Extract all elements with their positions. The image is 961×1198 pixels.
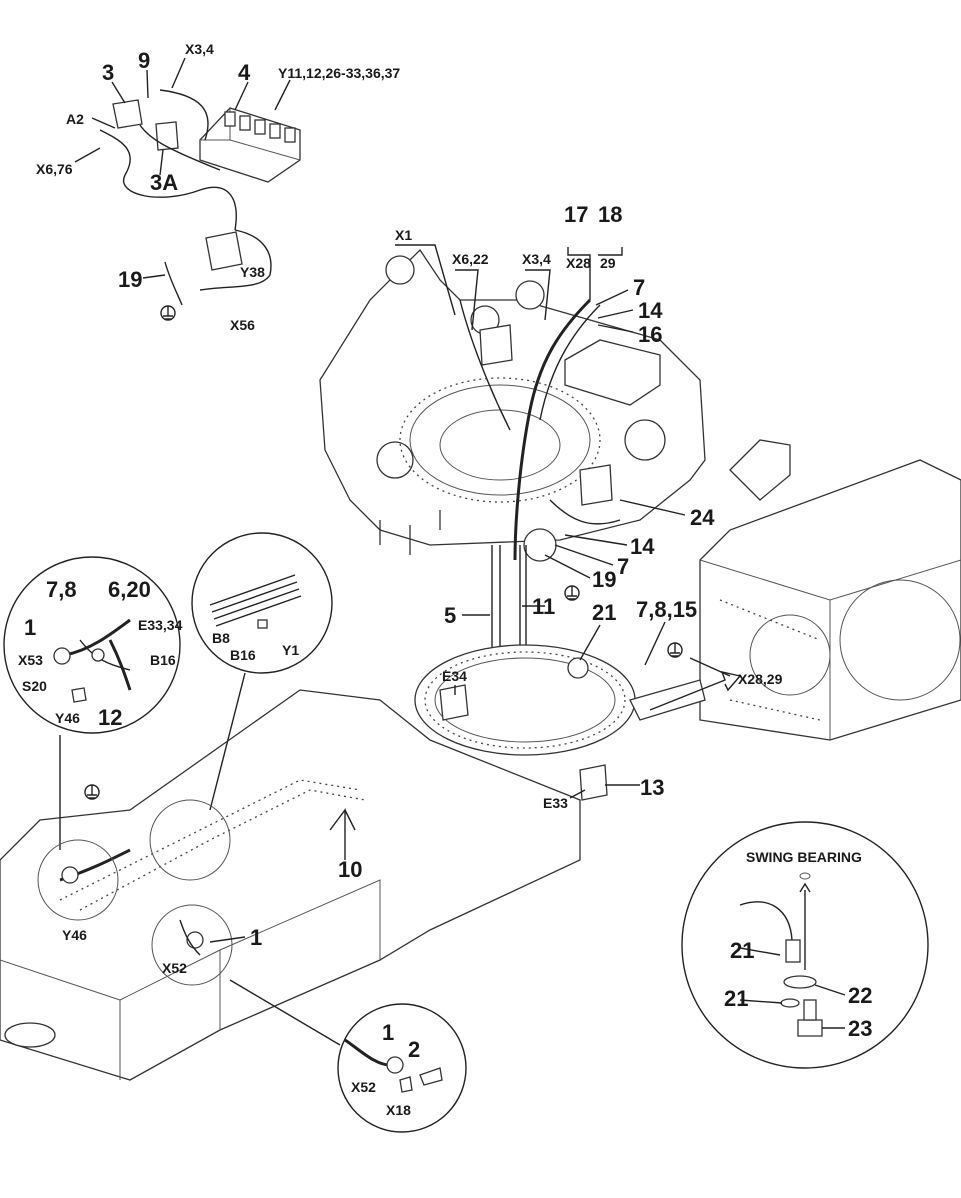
label-21: 21 <box>592 600 616 625</box>
label-x1: X1 <box>395 227 412 243</box>
label-y46-callout: Y46 <box>55 710 80 726</box>
label-b8: B8 <box>212 630 230 646</box>
label-22: 22 <box>848 983 872 1008</box>
ground-symbol-icon <box>564 585 580 601</box>
callout-detail-lower-left <box>37 839 233 986</box>
callout-detail-swing-bearing <box>681 821 929 1069</box>
label-17: 17 <box>564 202 588 227</box>
label-14-bottom: 14 <box>630 534 655 559</box>
top-harness-assembly <box>99 89 301 321</box>
label-swing-bearing: SWING BEARING <box>746 849 862 865</box>
label-x52-bottom: X52 <box>351 1079 376 1095</box>
label-b16-left: B16 <box>150 652 176 668</box>
label-s20: S20 <box>22 678 47 694</box>
label-a2: A2 <box>66 111 84 127</box>
label-19-frame: 19 <box>592 567 616 592</box>
label-14-top: 14 <box>638 298 663 323</box>
label-y46-chassis: Y46 <box>62 927 87 943</box>
label-10: 10 <box>338 857 362 882</box>
label-9: 9 <box>138 48 150 73</box>
label-y11: Y11,12,26-33,36,37 <box>278 65 400 81</box>
label-y38: Y38 <box>240 264 265 280</box>
label-1-bottom: 1 <box>382 1020 394 1045</box>
label-7-top: 7 <box>633 275 645 300</box>
label-y1: Y1 <box>282 642 299 658</box>
callout-detail-middle <box>149 532 333 881</box>
label-3: 3 <box>102 60 114 85</box>
label-e33: E33 <box>543 795 568 811</box>
label-b16-mid: B16 <box>230 647 256 663</box>
label-24: 24 <box>690 505 715 530</box>
callout-detail-bottom <box>229 979 467 1133</box>
label-3a: 3A <box>150 170 178 195</box>
label-x3-4-top: X3,4 <box>185 41 214 57</box>
label-x56: X56 <box>230 317 255 333</box>
label-18: 18 <box>598 202 622 227</box>
label-13: 13 <box>640 775 664 800</box>
upper-frame-assembly <box>319 248 706 562</box>
label-4: 4 <box>238 60 251 85</box>
label-x3-4-frame: X3,4 <box>522 251 551 267</box>
label-6-20: 6,20 <box>108 577 151 602</box>
label-x6-76: X6,76 <box>36 161 73 177</box>
ground-symbol-icon <box>667 642 683 658</box>
leader-lines <box>74 57 846 1029</box>
ground-symbol-icon <box>160 305 176 321</box>
label-1-callout: 1 <box>24 615 36 640</box>
label-2: 2 <box>408 1037 420 1062</box>
lower-chassis <box>0 689 581 1081</box>
label-x6-22: X6,22 <box>452 251 489 267</box>
label-11: 11 <box>532 594 555 619</box>
label-23: 23 <box>848 1016 872 1041</box>
label-x28: X28 <box>566 255 591 271</box>
label-x28-29: X28,29 <box>738 671 783 687</box>
label-12: 12 <box>98 705 122 730</box>
label-x18: X18 <box>386 1102 411 1118</box>
label-19-top: 19 <box>118 267 142 292</box>
label-5: 5 <box>444 603 456 628</box>
label-x52-chassis: X52 <box>162 960 187 976</box>
label-21-swing-top: 21 <box>730 938 754 963</box>
label-7-8: 7,8 <box>46 577 77 602</box>
label-7-8-15: 7,8,15 <box>636 597 697 622</box>
label-e34: E34 <box>442 668 467 684</box>
ground-symbol-icon <box>84 784 100 800</box>
label-e33-34: E33,34 <box>138 617 183 633</box>
label-1-chassis: 1 <box>250 925 262 950</box>
label-29: 29 <box>600 255 616 271</box>
label-16: 16 <box>638 322 662 347</box>
label-7-bottom: 7 <box>617 554 629 579</box>
carbody-assembly <box>699 439 961 741</box>
label-21-swing-bottom: 21 <box>724 986 748 1011</box>
label-x53: X53 <box>18 652 43 668</box>
part-labels: 3 9 X3,4 4 Y11,12,26-33,36,37 A2 X6,76 3… <box>18 41 872 1118</box>
callout-detail-left <box>3 556 181 850</box>
